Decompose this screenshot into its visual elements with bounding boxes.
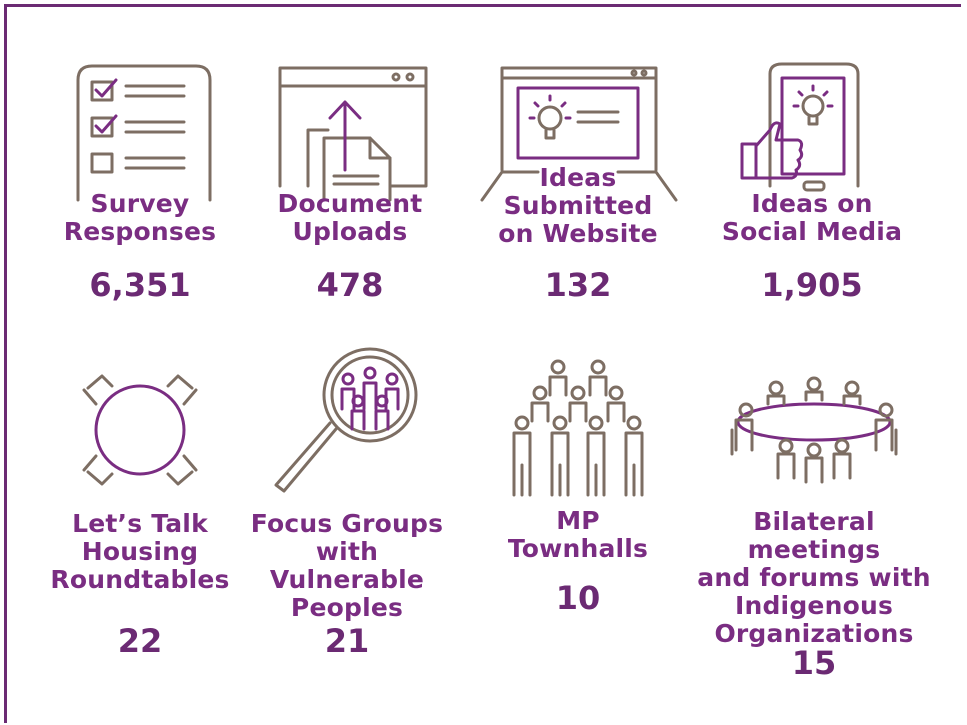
stat-value: 10 <box>555 579 601 617</box>
stat-value: 6,351 <box>89 266 191 304</box>
stat-value: 21 <box>324 622 370 660</box>
stat-value: 1,905 <box>761 266 863 304</box>
infographic-frame <box>4 4 961 723</box>
document-upload-icon <box>278 66 428 202</box>
stat-value: 22 <box>117 622 163 660</box>
checklist-icon <box>76 64 212 202</box>
stat-value: 478 <box>316 266 384 304</box>
phone-thumbs-up-icon <box>740 62 860 192</box>
crowd-icon <box>512 359 644 497</box>
laptop-lightbulb-icon <box>480 66 678 202</box>
stat-value: 132 <box>544 266 612 304</box>
roundtable-icon <box>82 374 198 486</box>
stat-value: 15 <box>791 644 837 682</box>
magnifier-people-icon <box>274 347 418 493</box>
meeting-table-icon <box>730 376 898 484</box>
